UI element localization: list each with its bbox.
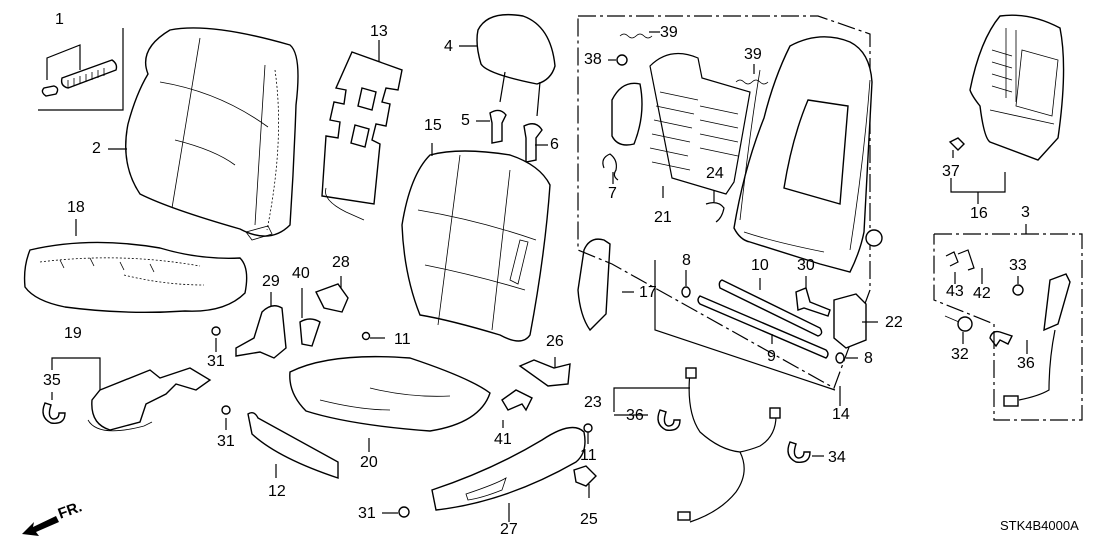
callout-42: 42 bbox=[973, 285, 991, 302]
callout-23: 23 bbox=[584, 394, 602, 411]
part-32-bolt bbox=[944, 315, 973, 344]
callout-6: 6 bbox=[550, 136, 559, 153]
part-2-seat-back-cover bbox=[108, 27, 299, 241]
part-27-seat-side-trim bbox=[382, 426, 586, 522]
callout-8-top: 8 bbox=[682, 252, 691, 269]
part-24-wire-clip bbox=[705, 190, 725, 223]
part-11-screw bbox=[583, 423, 593, 444]
callout-28: 28 bbox=[332, 254, 350, 271]
callout-19: 19 bbox=[64, 325, 82, 342]
callout-13: 13 bbox=[370, 23, 388, 40]
part-26-bracket bbox=[518, 357, 571, 387]
callout-15: 15 bbox=[424, 117, 442, 134]
part-10-rod bbox=[718, 278, 823, 337]
callout-31-top: 31 bbox=[207, 353, 225, 370]
callout-29: 29 bbox=[262, 273, 280, 290]
callout-26: 26 bbox=[546, 333, 564, 350]
part-38-grommet bbox=[608, 54, 628, 66]
part-30-bolt bbox=[795, 276, 831, 317]
callout-9: 9 bbox=[767, 348, 776, 365]
part-22-motor bbox=[833, 293, 878, 349]
callout-3: 3 bbox=[1021, 204, 1030, 221]
part-1-clip-set bbox=[38, 28, 124, 111]
part-20-seat-cushion-pad bbox=[289, 355, 491, 452]
part-29-bracket bbox=[235, 292, 287, 359]
callout-24: 24 bbox=[706, 165, 724, 182]
callout-37: 37 bbox=[942, 163, 960, 180]
part-19-cushion-heater bbox=[42, 357, 212, 432]
callout-39-right: 39 bbox=[744, 46, 762, 63]
diagram-code: STK4B4000A bbox=[1000, 518, 1079, 533]
callout-17: 17 bbox=[639, 284, 657, 301]
callout-8-bottom: 8 bbox=[864, 350, 873, 367]
part-23-wire-harness bbox=[613, 367, 781, 523]
part-18-seat-cushion-cover bbox=[23, 219, 248, 314]
callout-2: 2 bbox=[92, 140, 101, 157]
callout-7: 7 bbox=[608, 185, 617, 202]
callout-31-bottom: 31 bbox=[358, 505, 376, 522]
front-arrow-icon bbox=[22, 516, 59, 536]
callout-25: 25 bbox=[580, 511, 598, 528]
callout-4: 4 bbox=[444, 38, 453, 55]
callout-5: 5 bbox=[461, 112, 470, 129]
part-25-cap bbox=[573, 465, 597, 498]
callout-20: 20 bbox=[360, 454, 378, 471]
part-40-clip bbox=[299, 288, 321, 347]
callout-22: 22 bbox=[885, 314, 903, 331]
part-9-torsion-bar bbox=[697, 295, 829, 359]
callout-34: 34 bbox=[828, 449, 846, 466]
part-41-clip bbox=[501, 389, 533, 428]
callout-30: 30 bbox=[797, 257, 815, 274]
callout-11-right: 11 bbox=[580, 447, 597, 464]
part-3-side-airbag-box bbox=[933, 224, 1083, 421]
part-36-clip bbox=[657, 330, 1028, 431]
callout-14: 14 bbox=[832, 406, 850, 423]
callout-18: 18 bbox=[67, 199, 85, 216]
part-16-seat-back-panel bbox=[948, 14, 1065, 204]
callout-40: 40 bbox=[292, 265, 310, 282]
part-17-side-trim bbox=[577, 238, 634, 332]
callout-35: 35 bbox=[43, 372, 61, 389]
part-frame-seat-back bbox=[733, 36, 883, 273]
callout-27: 27 bbox=[500, 521, 518, 538]
part-4-headrest bbox=[459, 13, 556, 163]
callout-10: 10 bbox=[751, 257, 769, 274]
callout-11-left: 11 bbox=[394, 331, 411, 348]
part-34-clip bbox=[787, 441, 824, 463]
part-8-washer bbox=[681, 270, 858, 364]
part-15-seat-back-pad bbox=[401, 143, 551, 342]
part-28-bracket bbox=[315, 276, 385, 341]
part-7-wire-clip bbox=[602, 153, 619, 184]
callout-31-middle: 31 bbox=[217, 433, 235, 450]
callout-41: 41 bbox=[494, 431, 512, 448]
callout-32: 32 bbox=[951, 346, 969, 363]
callout-33: 33 bbox=[1009, 257, 1027, 274]
callout-16: 16 bbox=[970, 205, 988, 222]
callout-1: 1 bbox=[55, 11, 64, 28]
front-direction-indicator: FR. bbox=[20, 498, 100, 545]
callout-43: 43 bbox=[946, 283, 964, 300]
callout-12: 12 bbox=[268, 483, 286, 500]
part-13-seat-back-pad bbox=[321, 40, 403, 221]
part-21-lumbar-support bbox=[611, 52, 751, 198]
callout-36-left: 36 bbox=[626, 407, 644, 424]
part-31-screw bbox=[211, 326, 231, 430]
part-39-spring bbox=[619, 31, 769, 85]
callout-21: 21 bbox=[654, 209, 672, 226]
callout-38: 38 bbox=[584, 51, 602, 68]
part-12-trim-cover bbox=[247, 411, 339, 479]
callout-39-left: 39 bbox=[660, 24, 678, 41]
callout-36-right: 36 bbox=[1017, 355, 1035, 372]
